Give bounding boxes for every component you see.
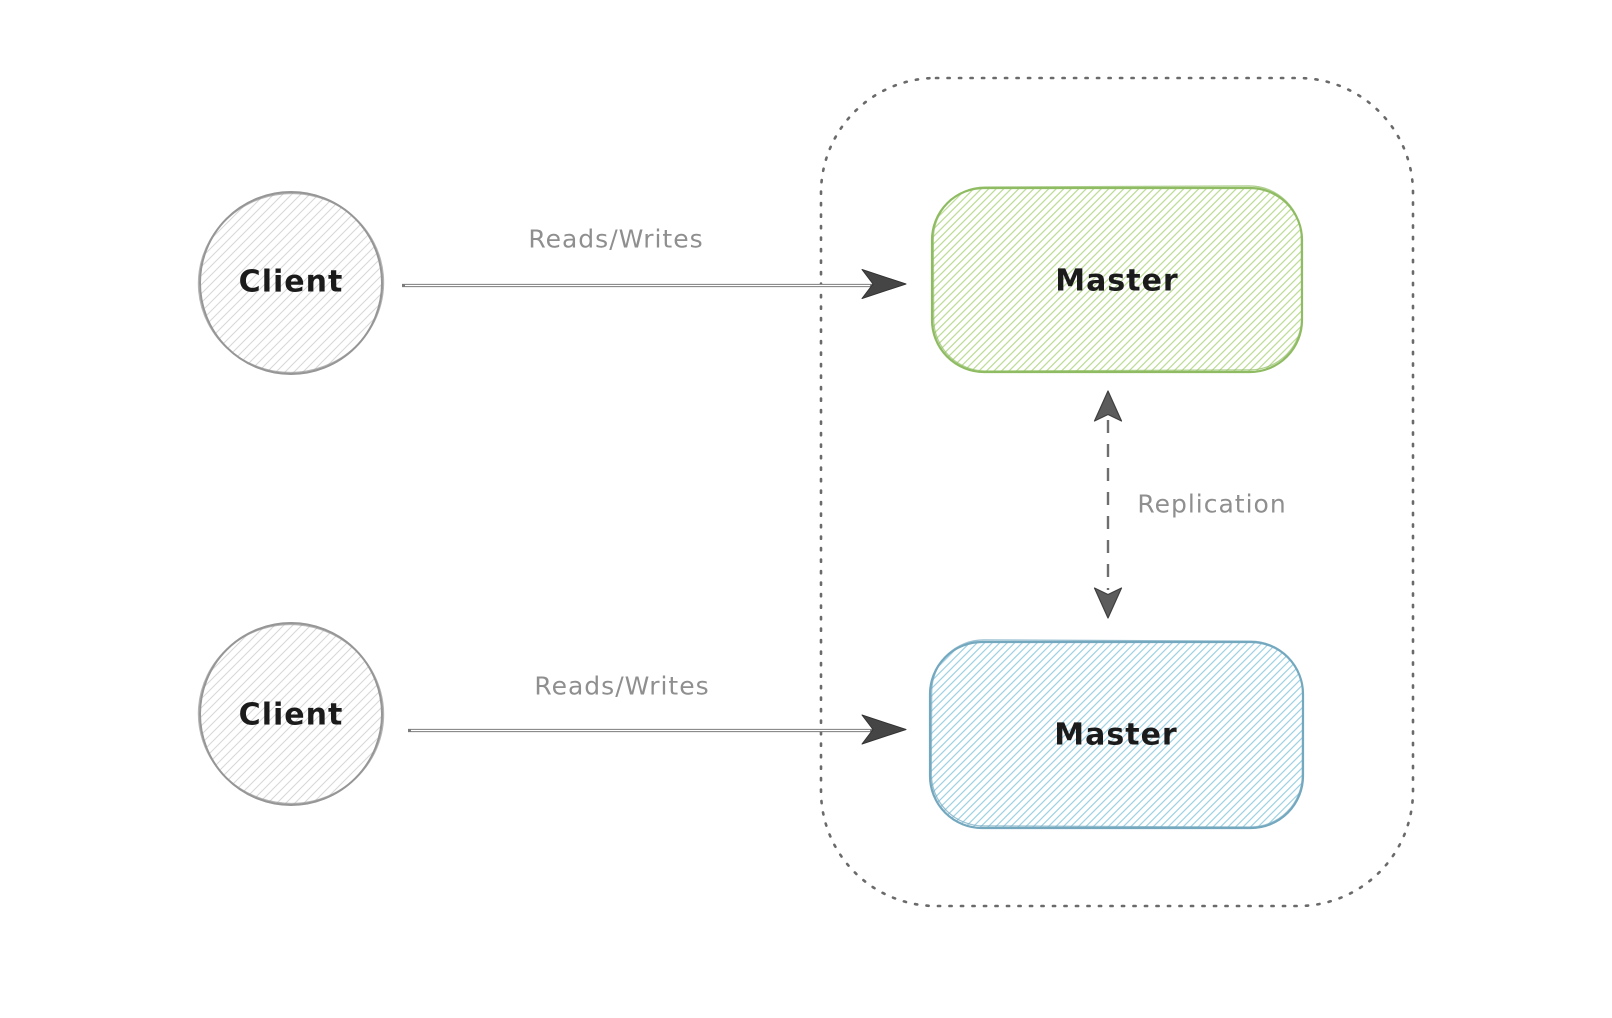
master-bottom-node — [928, 639, 1305, 830]
client-top-label: Client — [238, 264, 344, 300]
replication-label: Replication — [1137, 489, 1287, 519]
client-bottom-node — [197, 622, 385, 806]
client-top-node — [197, 191, 385, 375]
arrow-up-icon — [1093, 390, 1123, 422]
client-bottom-label: Client — [238, 697, 344, 733]
arrow-down-icon — [1093, 587, 1123, 619]
reads-writes-top-arrow — [402, 269, 907, 299]
reads-writes-bottom-label: Reads/Writes — [534, 671, 710, 701]
replication-arrow — [1093, 390, 1123, 619]
master-top-label: Master — [1055, 263, 1179, 299]
reads-writes-bottom-arrow — [408, 714, 907, 745]
arrow-right-icon — [861, 269, 907, 299]
master-top-node — [930, 185, 1304, 374]
reads-writes-top-label: Reads/Writes — [528, 224, 704, 254]
master-bottom-label: Master — [1054, 717, 1178, 753]
arrow-right-icon — [861, 714, 907, 745]
replication-group-container — [819, 76, 1415, 908]
